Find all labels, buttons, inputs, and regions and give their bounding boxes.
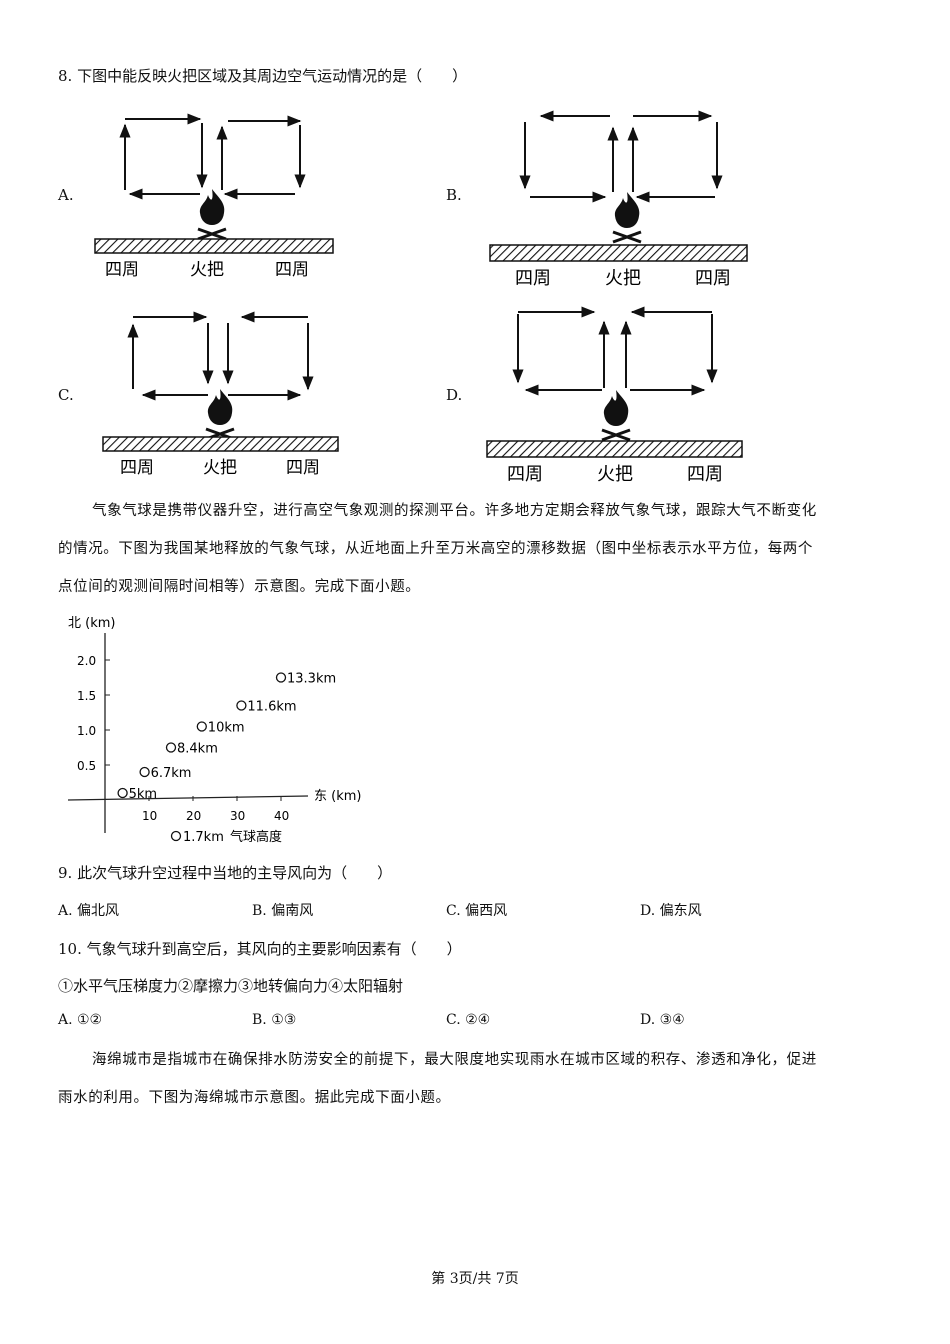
intro-balloon-line1: 气象气球是携带仪器升空，进行高空气象观测的探测平台。许多地方定期会释放气象气球，… (92, 503, 817, 519)
q9-option-d[interactable]: D. 偏东风 (640, 903, 702, 919)
intro-sponge-line1: 海绵城市是指城市在确保排水防涝安全的前提下，最大限度地实现雨水在城市区域的积存、… (92, 1052, 817, 1068)
data-label: 8.4km (177, 742, 218, 757)
y-axis-label: 北 (km) (68, 616, 115, 631)
data-point (196, 721, 207, 732)
q10-factors: ①水平气压梯度力②摩擦力③地转偏向力④太阳辐射 (58, 977, 404, 995)
y-tick-label: 1.0 (77, 724, 96, 738)
data-label: 13.3km (287, 672, 336, 687)
q9-option-c[interactable]: C. 偏西风 (446, 903, 508, 919)
intro-balloon-line3: 点位间的观测间隔时间相等）示意图。完成下面小题。 (58, 579, 421, 595)
fire-icon (611, 190, 643, 244)
page-footer: 第 3页/共 7页 (431, 1271, 519, 1287)
y-tick-label: 2.0 (77, 654, 96, 668)
label-left: 四周 (515, 268, 551, 289)
fire-icon (204, 387, 236, 441)
q8-diagram-b[interactable]: 四周 火把 四周 (485, 100, 755, 295)
y-tick-label: 1.5 (77, 689, 96, 703)
x-tick-label: 20 (186, 809, 201, 823)
label-left: 四周 (507, 464, 543, 485)
q8-option-c-label[interactable]: C. (58, 386, 74, 404)
q9-option-b[interactable]: B. 偏南风 (252, 903, 314, 919)
x-axis (67, 795, 309, 801)
q10-stem: 10. 气象气球升到高空后，其风向的主要影响因素有（ ） (58, 940, 462, 958)
legend-text: 气球高度 (230, 829, 282, 845)
data-point (165, 742, 177, 753)
label-center: 火把 (190, 260, 224, 280)
x-tick-label: 40 (274, 809, 289, 823)
q8-option-d-label[interactable]: D. (446, 386, 463, 404)
q8-option-a-label[interactable]: A. (58, 186, 74, 204)
q10-option-d[interactable]: D. ③④ (640, 1012, 685, 1028)
q8-diagram-c[interactable]: 四周 火把 四周 (98, 305, 348, 485)
data-label: 5km (129, 787, 157, 802)
data-label: 6.7km (151, 766, 192, 781)
data-point (236, 700, 247, 711)
q8-stem: 8. 下图中能反映火把区域及其周边空气运动情况的是（ ） (58, 67, 468, 85)
q10-option-c[interactable]: C. ②④ (446, 1012, 491, 1028)
label-center: 火把 (203, 458, 237, 478)
label-center: 火把 (597, 464, 633, 485)
q9-stem: 9. 此次气球升空过程中当地的主导风向为（ ） (58, 864, 393, 882)
y-tick-label: 0.5 (77, 759, 96, 773)
label-center: 火把 (605, 268, 641, 289)
label-right: 四周 (687, 464, 723, 485)
q8-option-b-label[interactable]: B. (446, 186, 462, 204)
data-point (139, 766, 150, 778)
legend-marker-label: 1.7km (183, 830, 224, 845)
data-label: 11.6km (247, 700, 296, 715)
intro-sponge-line2: 雨水的利用。下图为海绵城市示意图。据此完成下面小题。 (58, 1090, 451, 1106)
data-point (275, 672, 287, 683)
data-point (117, 787, 128, 799)
q8-diagram-d[interactable]: 四周 火把 四周 (482, 298, 752, 493)
label-right: 四周 (286, 458, 320, 478)
q9-option-a[interactable]: A. 偏北风 (58, 903, 120, 919)
x-axis-label: 东 (km) (314, 789, 361, 804)
fire-icon (196, 187, 228, 241)
x-tick-label: 30 (230, 809, 245, 823)
fire-icon (600, 388, 632, 442)
label-right: 四周 (275, 260, 309, 280)
q8-diagram-a[interactable]: 四周 火把 四周 (90, 105, 340, 285)
balloon-drift-chart: 北 (km) 东 (km) 0.5 1.0 1.5 2.0 10 20 30 40 5km 6.7km… (67, 616, 361, 845)
q10-option-b[interactable]: B. ①③ (252, 1012, 297, 1028)
q10-option-a[interactable]: A. ①② (58, 1012, 103, 1028)
legend-marker (170, 830, 182, 842)
label-left: 四周 (105, 260, 139, 280)
data-label: 10km (208, 721, 245, 736)
x-tick-label: 10 (142, 809, 157, 823)
label-left: 四周 (120, 458, 154, 478)
intro-balloon-line2: 的情况。下图为我国某地释放的气象气球，从近地面上升至万米高空的漂移数据（图中坐标… (58, 541, 813, 557)
label-right: 四周 (695, 268, 731, 289)
